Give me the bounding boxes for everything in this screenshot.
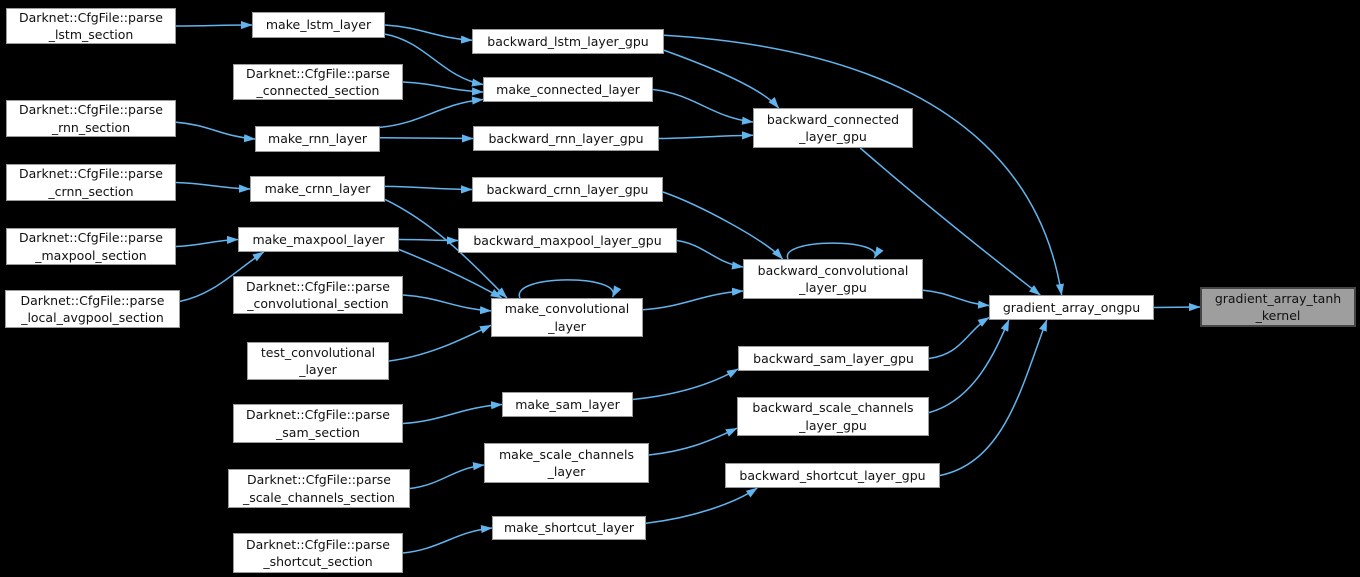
edge-make_scale-back_scale [648, 427, 738, 456]
edge-make_crnn-make_conv [384, 198, 508, 299]
edge-make_sam-back_sam [632, 368, 739, 401]
node-make_rnn[interactable]: make_rnn_layer [255, 126, 380, 152]
node-parse_sam[interactable]: Darknet::CfgFile::parse _sam_section [233, 404, 403, 443]
edge-make_rnn-make_conn [379, 96, 484, 129]
edge-make_maxpool-back_maxpool [398, 236, 459, 245]
node-make_conv[interactable]: make_convolutional _layer [491, 298, 643, 337]
node-make_maxpool[interactable]: make_maxpool_layer [238, 227, 399, 252]
node-back_scale[interactable]: backward_scale_channels _layer_gpu [737, 397, 929, 436]
edge-back_conv-grad [922, 289, 990, 309]
node-parse_scale[interactable]: Darknet::CfgFile::parse _scale_channels_… [228, 469, 410, 508]
node-parse_conv[interactable]: Darknet::CfgFile::parse _convolutional_s… [233, 276, 403, 314]
edge-parse_lstm-make_lstm [175, 20, 253, 30]
edge-parse_short-make_short [402, 525, 493, 554]
node-back_sam[interactable]: backward_sam_layer_gpu [738, 346, 929, 371]
edge-back_short-grad [939, 319, 1048, 477]
edge-make_short-back_short [645, 487, 758, 524]
node-tanh: gradient_array_tanh _kernel [1200, 287, 1356, 327]
edge-make_lstm-back_lstm [384, 24, 473, 44]
edge-make_conv-back_conv [642, 287, 744, 311]
edge-parse_lavg-make_maxpool [179, 251, 265, 303]
edge-back_crnn-back_conv [662, 191, 784, 260]
node-parse_short[interactable]: Darknet::CfgFile::parse _shortcut_sectio… [233, 533, 403, 573]
edge-back_scale-grad [928, 319, 1010, 414]
edge-parse_maxpool-make_maxpool [175, 235, 239, 248]
node-parse_rnn[interactable]: Darknet::CfgFile::parse _rnn_section [6, 100, 176, 137]
edge-loop-make_conv [518, 279, 622, 299]
node-parse_lavg[interactable]: Darknet::CfgFile::parse _local_avgpool_s… [5, 290, 180, 328]
edge-loop-back_conv [786, 242, 884, 260]
edge-test_conv-make_conv [388, 324, 492, 362]
node-back_lstm[interactable]: backward_lstm_layer_gpu [472, 29, 664, 54]
node-test_conv[interactable]: test_convolutional _layer [247, 342, 389, 380]
edge-back_conn-grad [859, 147, 1041, 296]
edge-back_rnn-back_conn [658, 131, 754, 140]
node-grad[interactable]: gradient_array_ongpu [989, 295, 1154, 320]
edge-make_maxpool-make_conv [398, 248, 503, 299]
edge-parse_rnn-make_rnn [175, 121, 256, 143]
node-make_lstm[interactable]: make_lstm_layer [252, 12, 385, 38]
node-back_crnn[interactable]: backward_crnn_layer_gpu [472, 177, 663, 202]
edge-back_lstm-back_conn [663, 49, 780, 109]
node-back_rnn[interactable]: backward_rnn_layer_gpu [473, 126, 659, 151]
node-back_conv[interactable]: backward_convolutional _layer_gpu [743, 259, 923, 299]
node-make_short[interactable]: make_shortcut_layer [492, 516, 646, 540]
node-make_crnn[interactable]: make_crnn_layer [250, 176, 385, 202]
edge-make_rnn-back_rnn [379, 134, 474, 143]
edge-make_lstm-make_conn [384, 33, 484, 87]
node-back_conn[interactable]: backward_connected _layer_gpu [753, 108, 913, 148]
edge-grad-tanh [1153, 302, 1201, 312]
edge-back_lstm-grad [663, 34, 1064, 296]
node-back_maxpool[interactable]: backward_maxpool_layer_gpu [458, 228, 677, 253]
edge-parse_scale-make_scale [409, 462, 485, 490]
node-make_scale[interactable]: make_scale_channels _layer [484, 443, 649, 483]
node-parse_maxpool[interactable]: Darknet::CfgFile::parse _maxpool_section [6, 228, 176, 265]
edge-back_sam-grad [928, 316, 990, 360]
node-parse_lstm[interactable]: Darknet::CfgFile::parse _lstm_section [6, 8, 176, 44]
node-make_conn[interactable]: make_connected_layer [483, 77, 653, 102]
node-make_sam[interactable]: make_sam_layer [502, 392, 633, 417]
node-back_short[interactable]: backward_shortcut_layer_gpu [725, 463, 940, 488]
node-parse_conn[interactable]: Darknet::CfgFile::parse _connected_secti… [233, 64, 403, 100]
edge-parse_conv-make_conv [402, 294, 492, 315]
edge-make_conn-back_conn [652, 88, 754, 125]
edge-back_maxpool-back_conv [676, 239, 744, 270]
edge-parse_conn-make_conn [402, 81, 484, 96]
edge-parse_crnn-make_crnn [175, 181, 251, 193]
edge-parse_sam-make_sam [402, 401, 503, 425]
node-parse_crnn[interactable]: Darknet::CfgFile::parse _crnn_section [6, 164, 176, 201]
edge-make_crnn-back_crnn [384, 185, 473, 194]
